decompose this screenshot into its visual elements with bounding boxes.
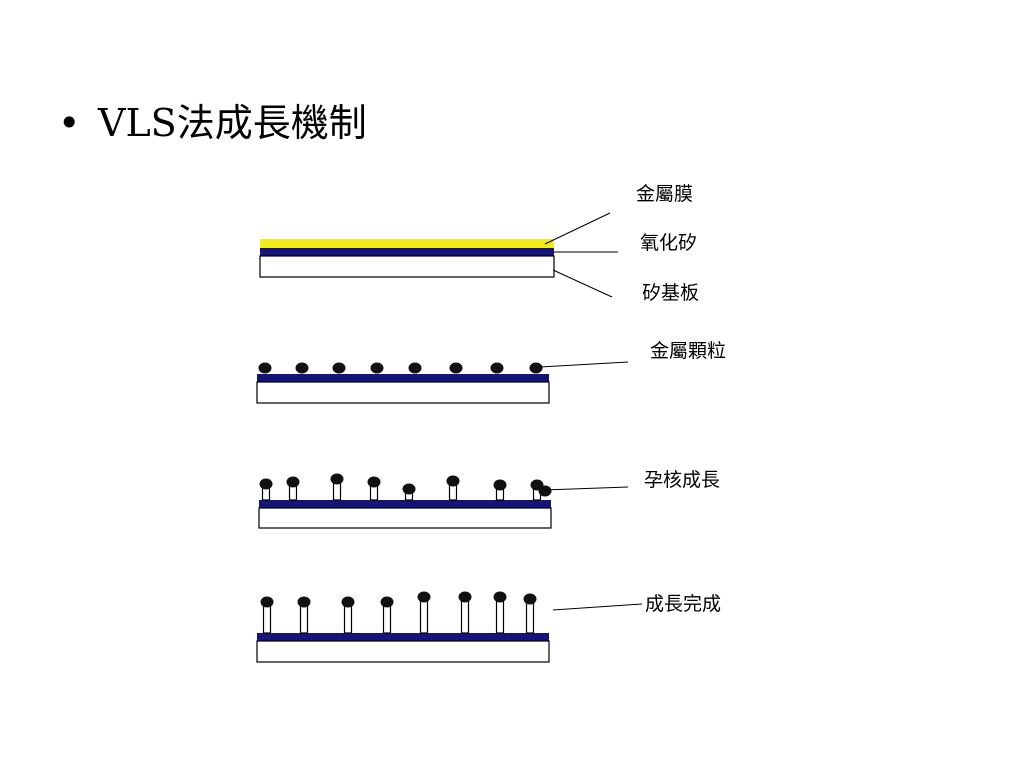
- metal-droplet: [402, 483, 416, 495]
- substrate-block: [256, 640, 550, 663]
- metal-droplet: [367, 476, 381, 488]
- metal-droplet: [260, 596, 274, 608]
- label-metal-film: 金屬膜: [636, 183, 693, 205]
- metal-droplet: [408, 362, 422, 374]
- metal-droplet: [493, 591, 507, 603]
- metal-droplet: [449, 362, 463, 374]
- label-silicon-substrate: 矽基板: [642, 282, 699, 304]
- label-metal-particles: 金屬顆粒: [650, 340, 726, 362]
- metal-droplet: [493, 479, 507, 491]
- metal-droplet: [258, 362, 272, 374]
- metal-droplet: [523, 593, 537, 605]
- substrate-block: [256, 381, 550, 404]
- metal-droplet: [370, 362, 384, 374]
- metal-droplet: [417, 591, 431, 603]
- metal-droplet: [259, 478, 273, 490]
- leader-line-growth-complete: [552, 603, 643, 611]
- metal-droplet: [286, 476, 300, 488]
- nanowire: [495, 597, 505, 634]
- leader-line-silicon-substrate: [552, 269, 613, 298]
- oxide-layer: [257, 374, 549, 382]
- nanowire-row: [259, 473, 552, 501]
- bullet-marker: •: [58, 101, 81, 145]
- metal-droplet: [341, 596, 355, 608]
- label-nucleation-growth: 孕核成長: [644, 469, 720, 491]
- stage-nucleation-growth: 孕核成長: [258, 469, 720, 529]
- substrate-block: [259, 255, 555, 278]
- oxide-layer: [260, 248, 554, 256]
- particle-row: [258, 362, 543, 374]
- oxide-layer: [259, 500, 551, 508]
- slide-title: • VLS法成長機制: [58, 92, 367, 147]
- substrate-block: [258, 507, 552, 529]
- nanowire: [460, 597, 470, 634]
- leader-line-metal-particles: [539, 361, 629, 368]
- stage-metal-particles: 金屬顆粒: [256, 340, 726, 404]
- metal-film-layer: [260, 239, 554, 248]
- nanowire: [419, 597, 429, 634]
- metal-droplet: [490, 362, 504, 374]
- stage-metal-film: 金屬膜 氧化矽 矽基板: [259, 183, 699, 304]
- oxide-layer: [257, 633, 549, 641]
- metal-droplet: [529, 362, 543, 374]
- title-text: VLS法成長機制: [98, 101, 367, 145]
- metal-droplet: [380, 596, 394, 608]
- label-silicon-oxide: 氧化矽: [640, 232, 697, 254]
- metal-droplet: [458, 591, 472, 603]
- metal-droplet: [538, 485, 552, 497]
- nanowire: [525, 599, 535, 634]
- metal-droplet: [295, 362, 309, 374]
- stage-growth-complete: 成長完成: [256, 591, 721, 663]
- metal-droplet: [446, 475, 460, 487]
- metal-droplet: [330, 473, 344, 485]
- metal-droplet: [332, 362, 346, 374]
- label-growth-complete: 成長完成: [645, 593, 721, 615]
- nanowire-row: [260, 591, 537, 634]
- leader-line-nucleation-growth: [543, 486, 629, 491]
- metal-droplet: [297, 596, 311, 608]
- leader-line-metal-film: [544, 212, 611, 245]
